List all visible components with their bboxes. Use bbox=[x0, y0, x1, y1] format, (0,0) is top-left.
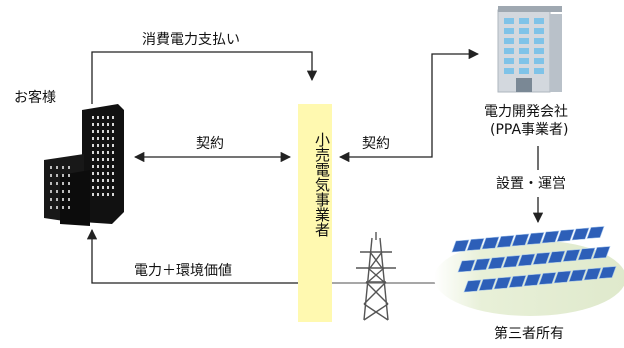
retailer-label: 小売電気事業者 bbox=[313, 132, 331, 237]
solar-owner-label: 第三者所有 bbox=[494, 326, 564, 342]
retailer-box: 小売電気事業者 bbox=[298, 104, 332, 322]
power-return-arrow bbox=[86, 228, 298, 284]
solar-panel-field-icon bbox=[434, 226, 624, 316]
developer-label-line2: (PPA事業者) bbox=[490, 122, 569, 138]
office-building-icon bbox=[497, 6, 562, 93]
contract-left-label: 契約 bbox=[196, 136, 224, 152]
contract-right-arrow bbox=[338, 48, 480, 163]
developer-label-line1: 電力開発会社 bbox=[484, 104, 568, 120]
dark-building-icon bbox=[44, 104, 124, 226]
install-operate-label: 設置・運営 bbox=[496, 176, 566, 192]
payment-arrow bbox=[91, 51, 318, 104]
power-env-value-label: 電力＋環境価値 bbox=[134, 263, 232, 279]
transmission-tower-icon bbox=[356, 232, 396, 321]
customer-label: お客様 bbox=[14, 90, 56, 106]
contract-right-label: 契約 bbox=[362, 136, 390, 152]
payment-label: 消費電力支払い bbox=[142, 32, 240, 48]
